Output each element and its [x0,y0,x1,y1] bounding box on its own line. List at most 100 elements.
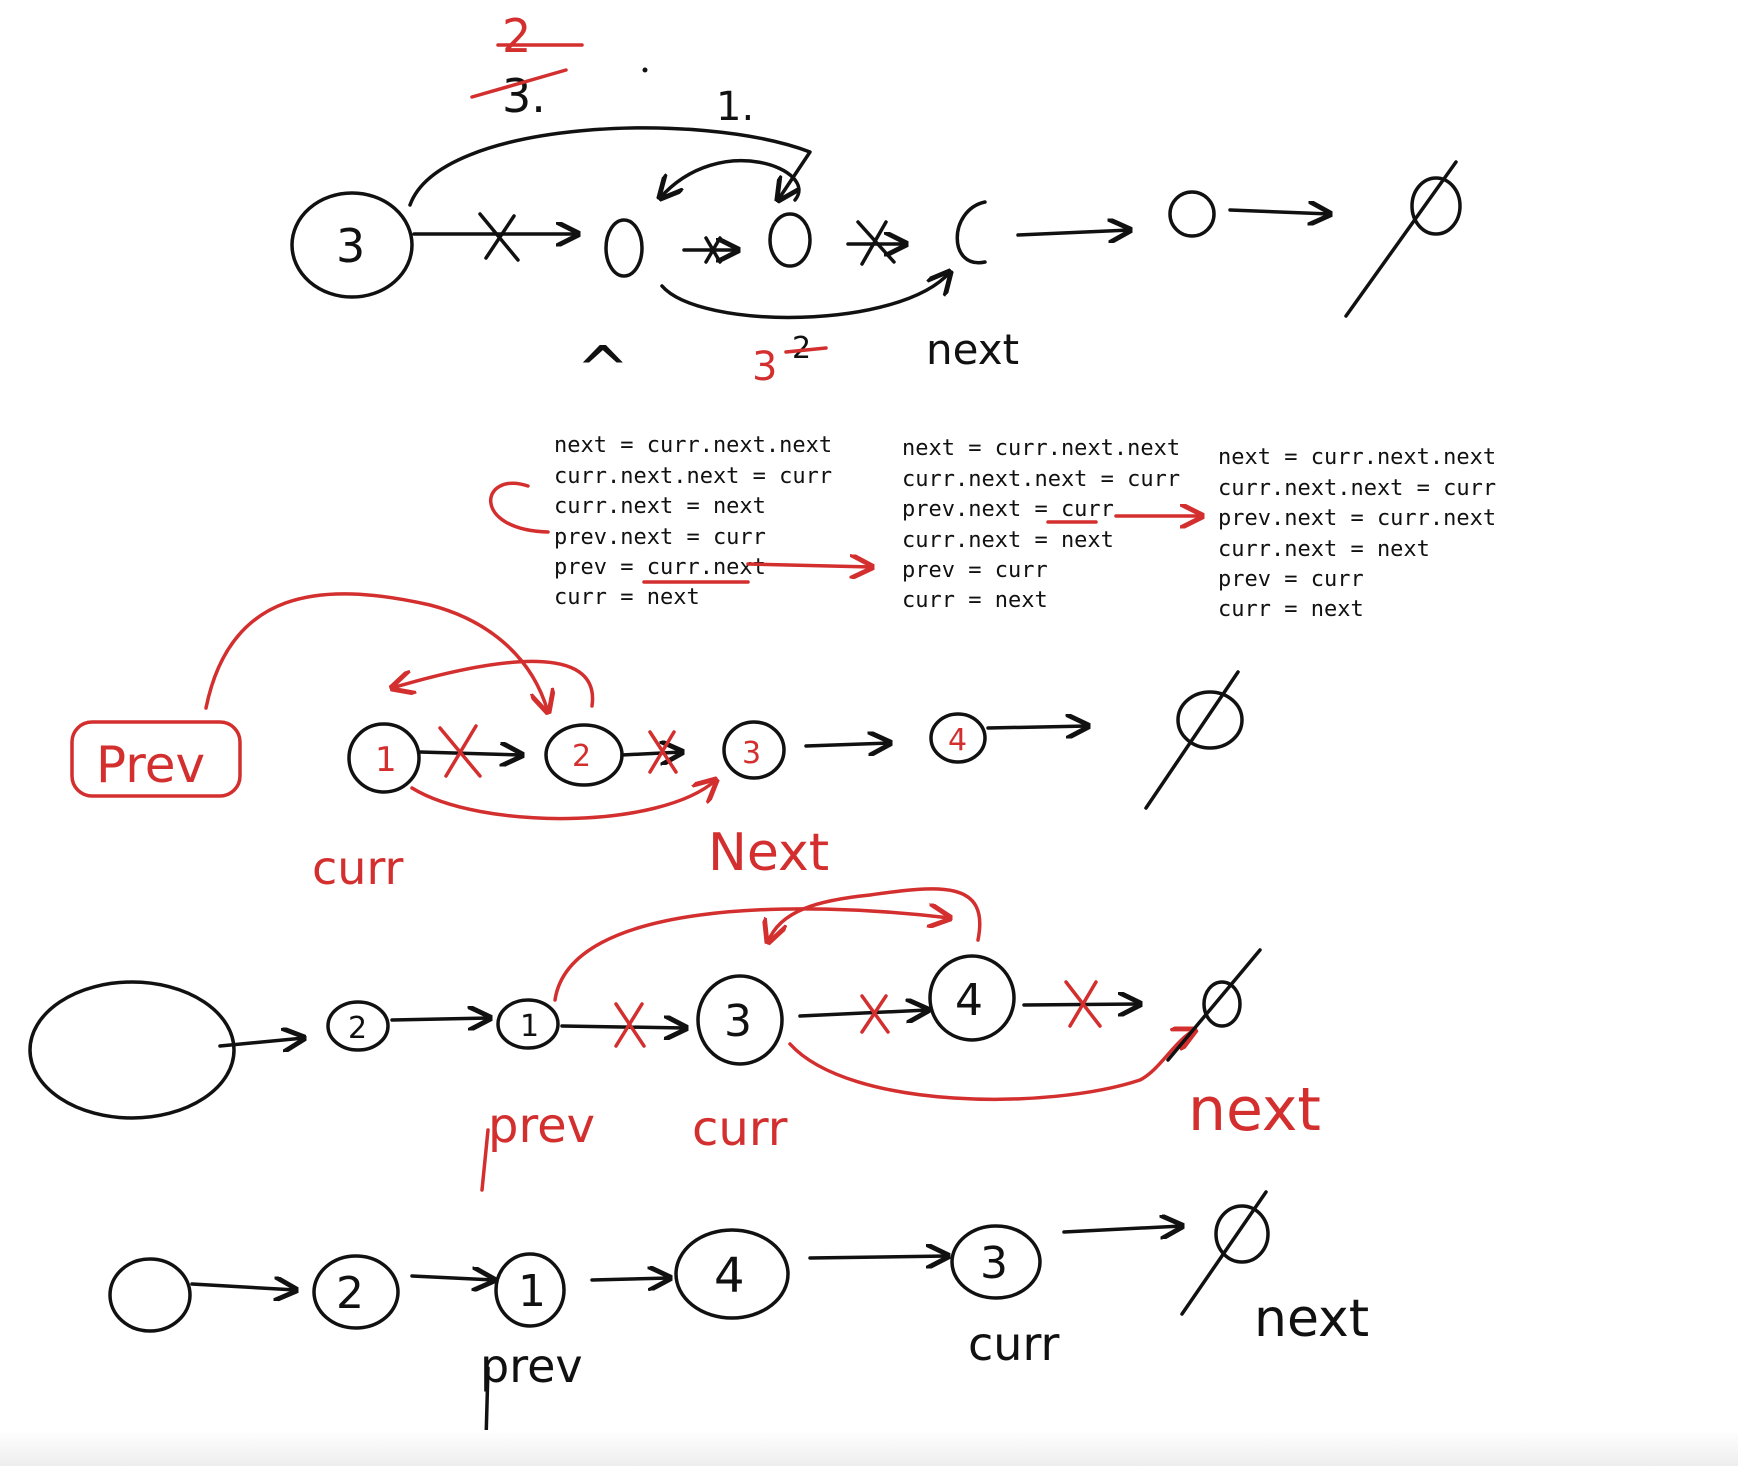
list-node-1 [496,998,560,1050]
list-node-d [1168,190,1216,238]
link-arrow [190,1284,296,1290]
step-two-corrected-label: 2 [502,9,531,63]
dummy-head-node [108,1257,192,1333]
list-node-3 [722,720,786,780]
code-block-1: next = curr.next.next curr.next.next = c… [489,433,872,610]
curved-link-arrow [408,126,812,207]
diagram-3: 2 1 3 4 prev curr next [28,887,1321,1192]
cross-mark [1064,980,1102,1028]
code-line: curr.next.next = curr [902,467,1180,492]
list-node-4-label: 4 [714,1248,745,1304]
reorder-arrow [489,481,550,534]
link-arrow [804,743,890,746]
link-arrow [808,1256,948,1258]
dummy-head-node [28,980,236,1120]
list-node-a [604,218,644,278]
curved-link-arrow [204,592,548,712]
curr-pointer-label: curr [968,1317,1060,1371]
head-node-label: 3 [336,219,365,273]
code-line: curr.next.next = curr [1218,476,1496,501]
code-line: prev.next = curr [902,497,1114,522]
code-line: next = curr.next.next [554,433,832,458]
code-line: curr.next = next [902,528,1114,553]
list-node-b [768,212,812,268]
link-arrow [1062,1226,1182,1232]
step-three-label: 3 [752,344,777,390]
pointer-tail [484,1366,490,1442]
list-node-3-label: 3 [980,1238,1008,1289]
code-line: curr = next [1218,597,1364,622]
strike-mark [470,68,568,99]
diagram-4: 2 1 4 3 prev curr next [108,1190,1369,1442]
curved-link-arrow [553,909,950,1002]
list-node-1-label: 1 [518,1266,546,1317]
cross-mark [648,730,678,774]
list-node-4-label: 4 [955,975,983,1026]
curved-link-arrow [410,780,716,821]
list-node-1-label: 1 [375,740,397,780]
prev-pointer-label: prev [480,1339,583,1393]
code-line: prev.next = curr.next [1218,506,1496,531]
curved-link-arrow [660,272,950,320]
prev-pointer-box [70,720,242,798]
prev-pointer-label: Prev [96,736,205,794]
list-node-2-label: 2 [572,739,591,774]
diagram-2: Prev 1 2 3 4 curr Next [70,592,1244,895]
step-one-label: 1. [716,84,754,130]
code-line: curr.next.next = curr [554,464,832,489]
head-node [290,191,414,299]
null-symbol [1180,1190,1270,1316]
link-arrow [390,1018,490,1020]
step-three-struck-label: 2 [792,331,811,366]
pointer-tail [480,1128,490,1192]
list-node-2-label: 2 [348,1011,367,1046]
curr-pointer-label: curr [312,841,404,895]
null-symbol [1344,160,1462,318]
curved-link-arrow [788,1030,1195,1102]
next-pointer-label: next [1254,1289,1369,1349]
link-arrow [1228,210,1330,214]
code-line: prev.next = curr [554,525,766,550]
link-arrow [560,1026,686,1028]
link-arrow [1016,230,1130,235]
list-node-2 [326,1000,390,1052]
carry-over-arrow [746,564,872,567]
code-line: prev = curr [1218,567,1364,592]
link-arrow [418,752,522,755]
next-pointer-label: Next [708,823,829,883]
stray-dot [642,67,648,73]
bottom-fade [0,1430,1738,1466]
curved-link-arrow [660,159,801,200]
list-node-4 [674,1228,790,1320]
cross-mark [614,1002,646,1048]
code-line: curr.next = next [1218,537,1430,562]
diagram-1: 2 3. 1. 3 ^ 3 2 next [290,9,1462,408]
code-block-3: next = curr.next.next curr.next.next = c… [1218,445,1496,622]
list-node-c [955,200,987,265]
list-node-2 [312,1254,400,1330]
link-arrow [410,1276,494,1280]
curved-link-arrow [392,659,595,708]
next-pointer-label: next [1188,1075,1321,1145]
strike-mark [784,346,828,354]
code-line: curr = next [902,588,1048,613]
list-node-3-label: 3 [742,736,761,771]
pointer-mark: ^ [576,334,630,408]
list-node-2-label: 2 [336,1268,364,1319]
null-symbol [1166,948,1262,1062]
code-line: prev = curr.next [554,555,766,580]
cross-mark [704,236,722,264]
next-pointer-label: next [926,325,1019,374]
list-node-4 [929,712,987,764]
cross-mark [438,724,482,778]
list-node-3 [696,974,784,1066]
code-line: next = curr.next.next [902,436,1180,461]
code-block-2: next = curr.next.next curr.next.next = c… [902,436,1202,613]
cross-mark [478,212,520,262]
code-line: prev = curr [902,558,1048,583]
curr-pointer-label: curr [692,1101,788,1157]
code-line: curr.next = next [554,494,766,519]
link-arrow [218,1038,304,1046]
code-line: curr = next [554,585,700,610]
